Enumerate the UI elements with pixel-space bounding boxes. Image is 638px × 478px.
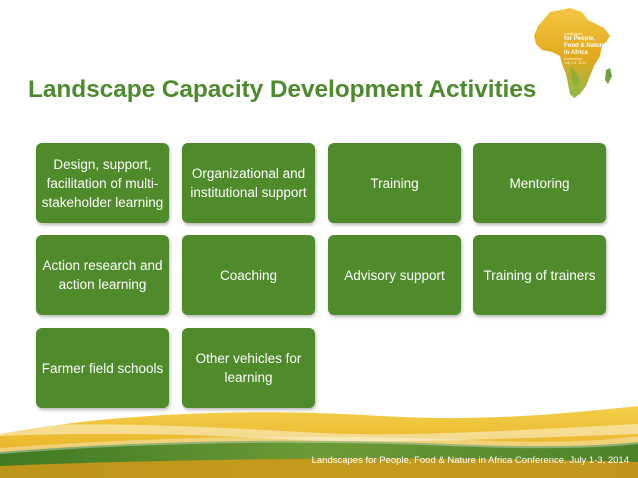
tile-coaching: Coaching [182, 235, 315, 315]
landscape-band [0, 406, 638, 478]
tile-organizational-support: Organizational and institutional support [182, 143, 315, 223]
tile-training-of-trainers: Training of trainers [473, 235, 606, 315]
logo-line-4: in Africa [564, 50, 588, 56]
tile-mentoring: Mentoring [473, 143, 606, 223]
logo-line-5: Conference [564, 57, 583, 61]
tile-other-vehicles: Other vehicles for learning [182, 328, 315, 408]
tile-action-research: Action research and action learning [36, 235, 169, 315]
tile-multistakeholder-learning: Design, support, facilitation of multi-s… [36, 143, 169, 223]
tile-farmer-field-schools: Farmer field schools [36, 328, 169, 408]
africa-map-logo-icon [534, 8, 612, 98]
logo-line-3: Food & Nature [564, 43, 606, 49]
slide-title: Landscape Capacity Development Activitie… [28, 76, 537, 103]
logo-text: Landscapes for People, Food & Nature in … [564, 32, 608, 65]
logo-line-2: for People, [564, 36, 596, 42]
logo-line-1: Landscapes [564, 32, 583, 36]
tile-training: Training [328, 143, 461, 223]
footer-text: Landscapes for People, Food & Nature in … [311, 455, 629, 466]
logo-line-6: July 1-3, 2014 [564, 61, 586, 65]
tile-advisory-support: Advisory support [328, 235, 461, 315]
